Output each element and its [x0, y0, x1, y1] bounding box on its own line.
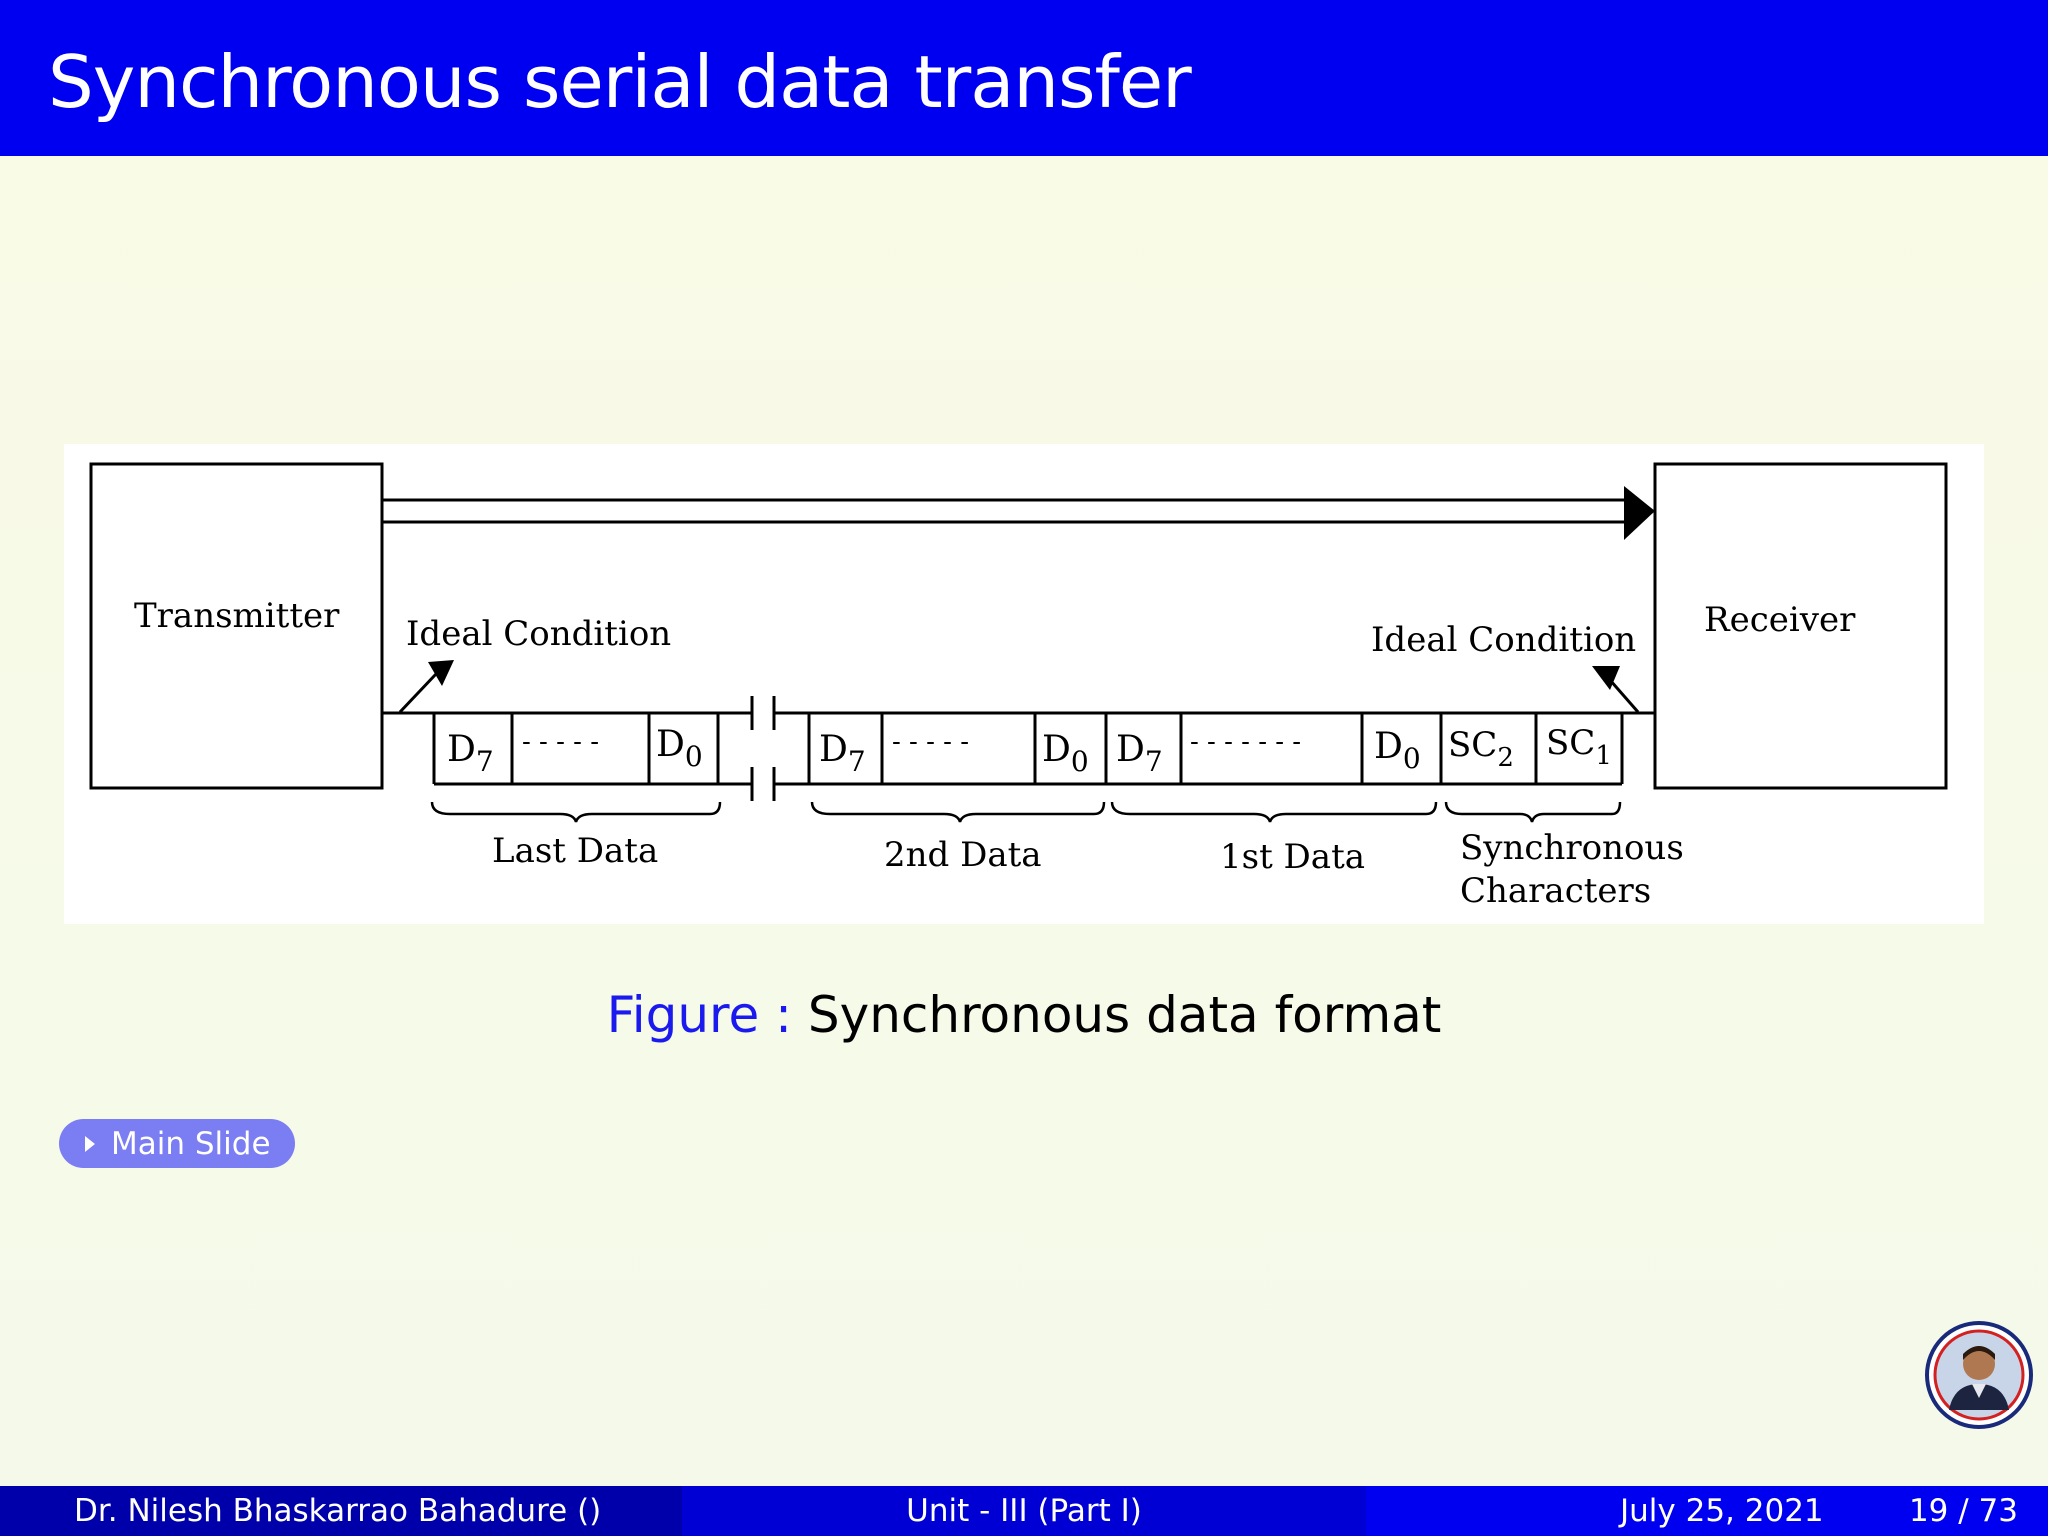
synchronous-format-figure: Transmitter Receiver Ideal Condition Ide… [64, 444, 1984, 924]
cell-first-d0: D0 [1374, 726, 1421, 775]
cell-second-d7: D7 [819, 729, 866, 778]
group-second-data: 2nd Data [884, 835, 1042, 875]
figure-diagram: Transmitter Receiver Ideal Condition Ide… [89, 462, 1948, 911]
footer-unit-text: Unit - III (Part I) [906, 1493, 1142, 1529]
caption-text: Synchronous data format [807, 986, 1442, 1044]
group-sync-line2: Characters [1460, 871, 1651, 911]
main-slide-label: Main Slide [111, 1125, 271, 1162]
footer-author: Dr. Nilesh Bhaskarrao Bahadure () [0, 1486, 682, 1536]
figure-caption: Figure : Synchronous data format [0, 986, 2048, 1044]
main-slide-button[interactable]: Main Slide [59, 1119, 295, 1168]
group-first-data: 1st Data [1220, 837, 1365, 877]
cell-dividers [432, 713, 1624, 784]
ideal-condition-left: Ideal Condition [406, 614, 671, 654]
clock-arrow-head [1624, 486, 1655, 540]
caption-prefix: Figure : [606, 986, 792, 1044]
cell-second-d0: D0 [1042, 729, 1089, 778]
cell-last-dots: - - - - - [522, 727, 599, 757]
cell-second-dots: - - - - - [892, 727, 969, 757]
cell-last-d7: D7 [447, 729, 494, 778]
footer-unit: Unit - III (Part I) [682, 1486, 1366, 1536]
group-braces [430, 801, 1622, 823]
cell-sc2: SC2 [1448, 725, 1514, 773]
transmitter-box [89, 462, 384, 790]
footer-date: July 25, 2021 [1620, 1493, 1824, 1529]
cell-last-d0: D0 [656, 724, 703, 773]
transmitter-label: Transmitter [134, 596, 340, 636]
ideal-arrow-right-line [1608, 679, 1640, 713]
cell-first-d7: D7 [1116, 729, 1163, 778]
cell-first-dots: - - - - - - - [1190, 727, 1301, 757]
slide-title: Synchronous serial data transfer [48, 40, 1192, 124]
footer-right: July 25, 2021 19 / 73 [1366, 1486, 2048, 1536]
ideal-condition-right: Ideal Condition [1371, 620, 1636, 660]
author-logo-icon [1924, 1320, 2034, 1430]
footer-page-number: 19 / 73 [1908, 1493, 2018, 1529]
receiver-box [1653, 462, 1948, 790]
footer-bar: Dr. Nilesh Bhaskarrao Bahadure () Unit -… [0, 1486, 2048, 1536]
triangle-right-icon [85, 1135, 95, 1152]
ideal-arrow-left-line [398, 672, 438, 714]
group-sync-line1: Synchronous [1460, 828, 1684, 868]
cell-sc1: SC1 [1546, 723, 1612, 771]
ideal-arrow-left-head [428, 660, 454, 686]
group-last-data: Last Data [492, 831, 658, 871]
footer-author-text: Dr. Nilesh Bhaskarrao Bahadure () [74, 1493, 602, 1529]
ideal-arrow-right-head [1592, 666, 1620, 690]
title-bar: Synchronous serial data transfer [0, 0, 2048, 156]
receiver-label: Receiver [1704, 600, 1856, 640]
